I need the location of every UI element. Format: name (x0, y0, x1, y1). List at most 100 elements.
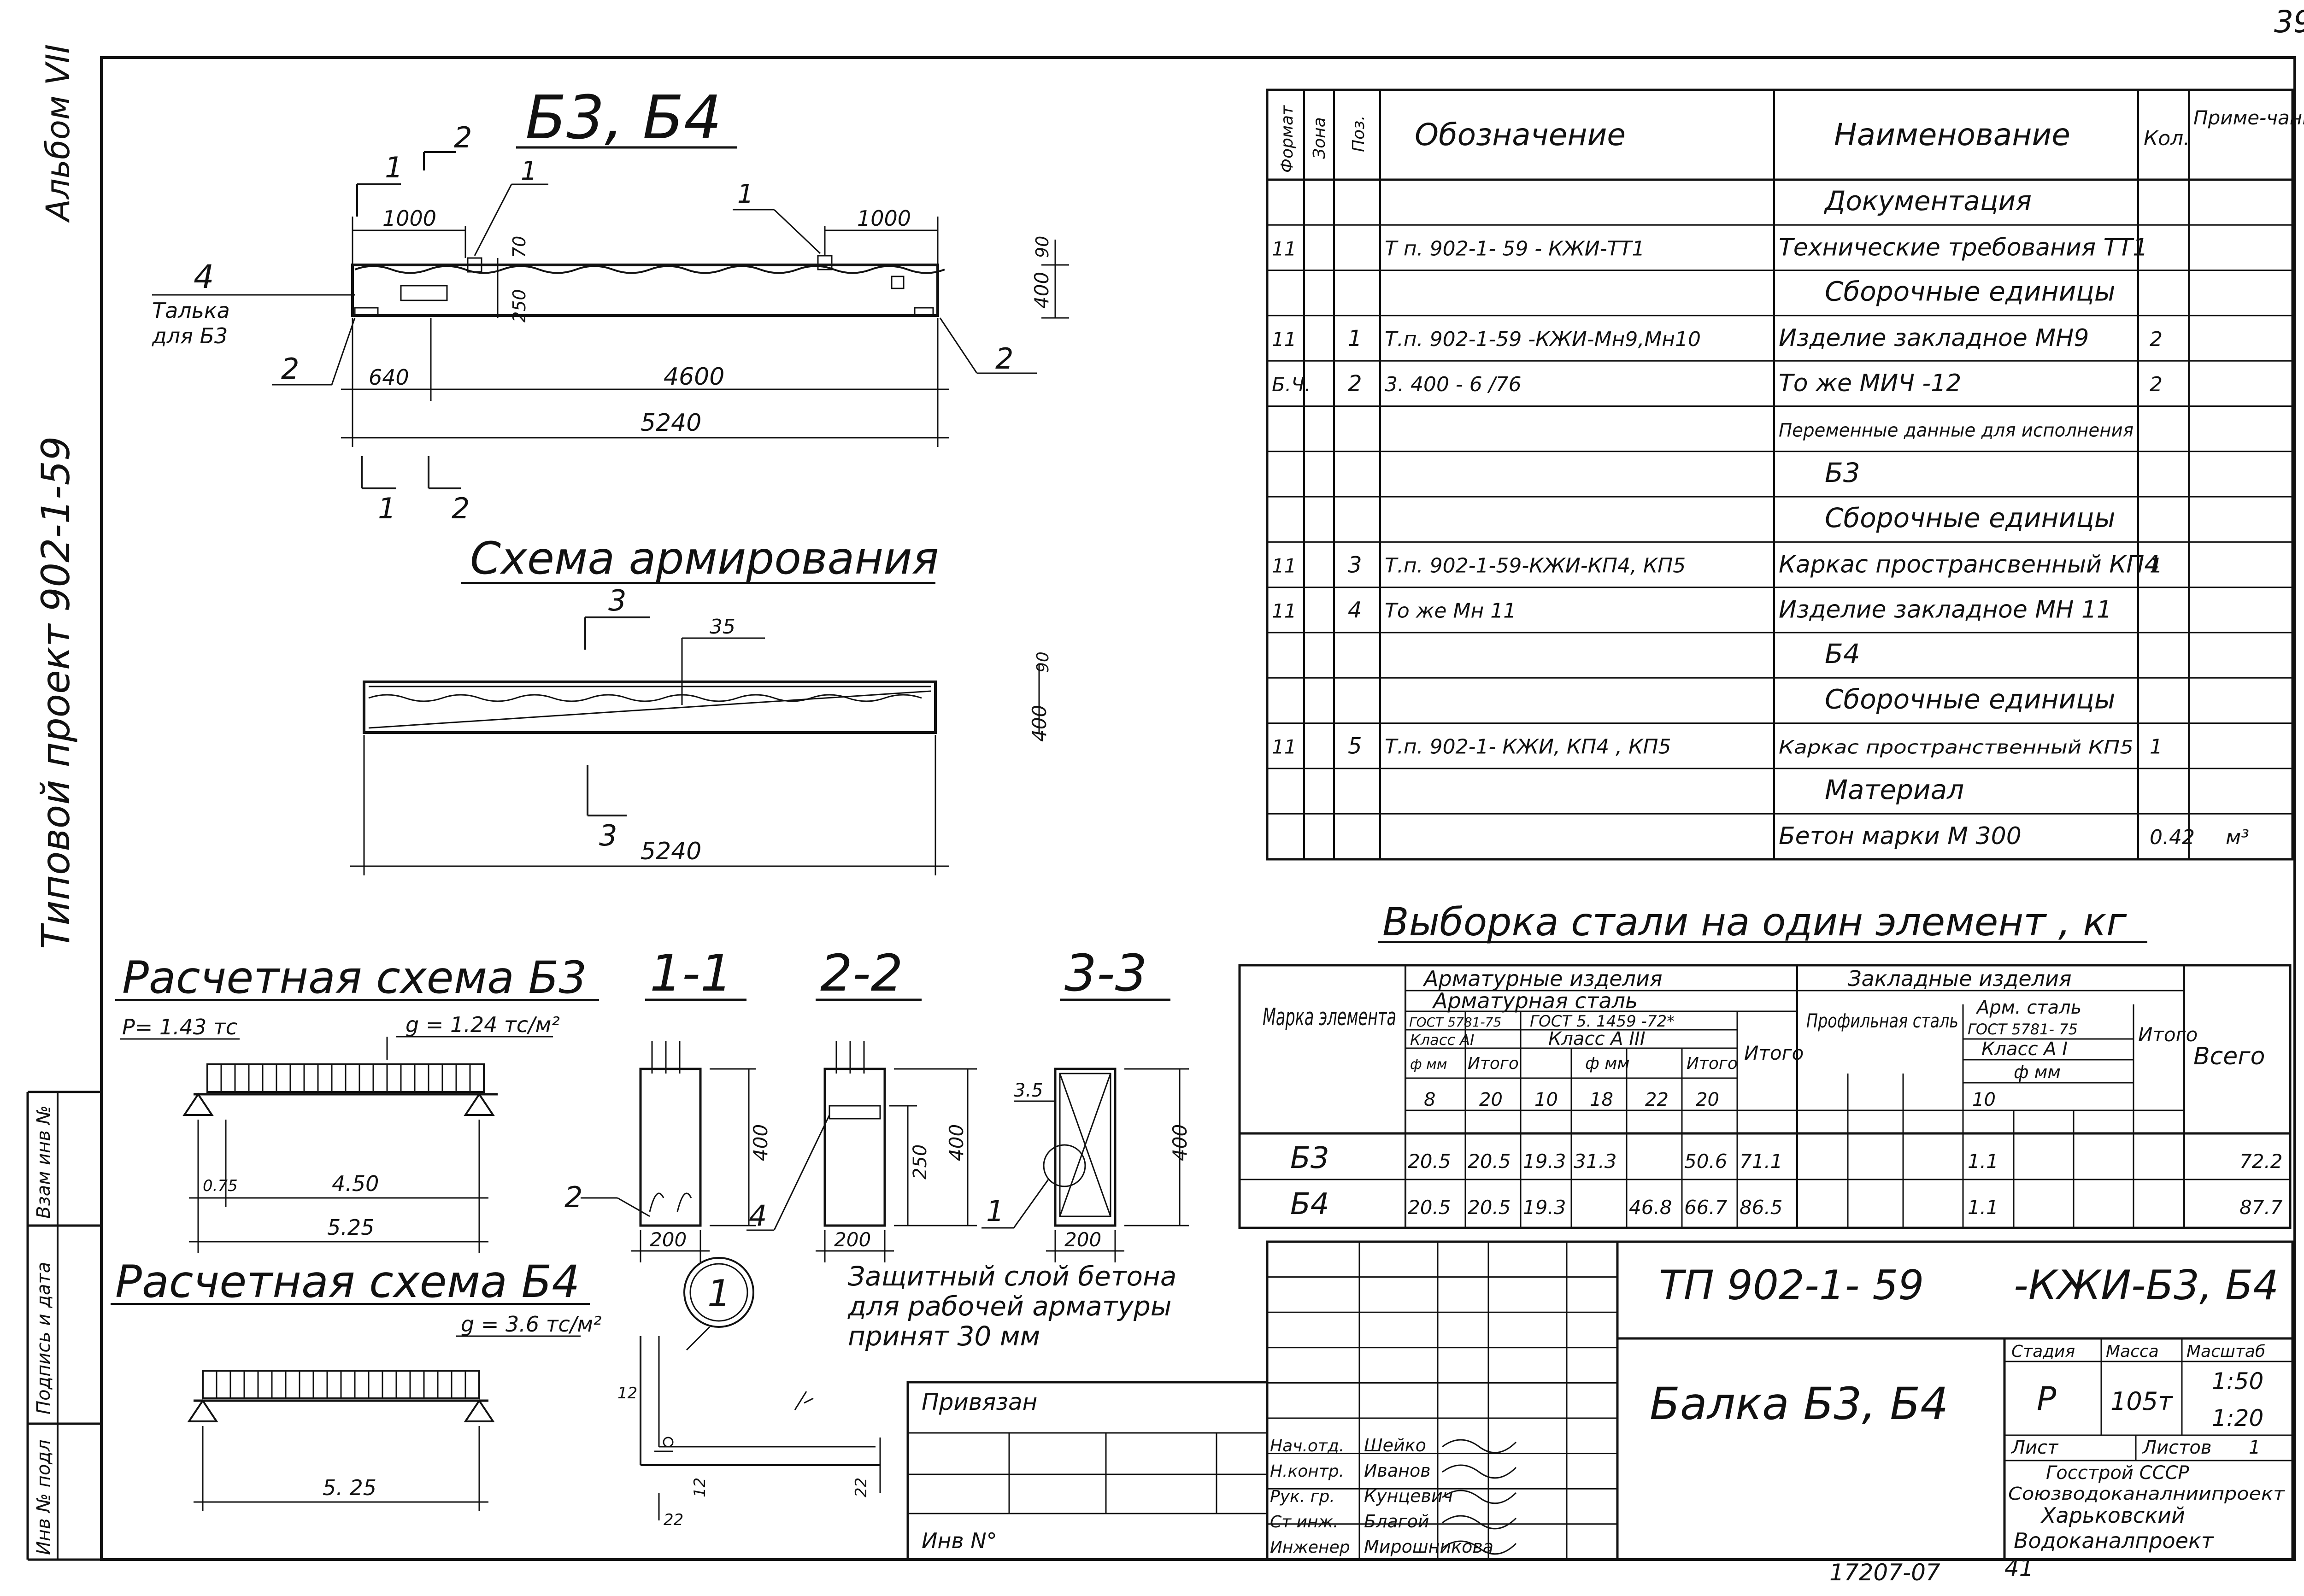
calc-b3-dim-450: 4.50 (332, 1171, 379, 1196)
spec-cell-format: 11 (1272, 328, 1296, 351)
dim-1000-right: 1000 (857, 206, 911, 231)
spec-cell-qty: 0.42 (2150, 826, 2195, 849)
steel-h-phi-mm: ф мм (1410, 1056, 1447, 1073)
signature-mark (1442, 1464, 1517, 1479)
stamp-podpis: Подпись и дата (33, 1262, 54, 1414)
section-33-title: 3-3 (1064, 944, 1147, 1003)
spec-cell-name: Сборочные единицы (1825, 502, 2116, 534)
elevation-title: Б3, Б4 (525, 82, 722, 153)
steel-cell-mark: Б3 (1290, 1141, 1329, 1175)
dim-90: 90 (1032, 236, 1052, 258)
calc-b3-dim-525: 5.25 (327, 1215, 374, 1240)
spec-cell-name: Изделие закладное МН 11 (1779, 596, 2112, 624)
spec-cell-designation: 3. 400 - 6 /76 (1385, 373, 1522, 396)
tb-role: Н.контр. (1270, 1462, 1344, 1481)
talka-for-label: для Б3 (152, 323, 228, 348)
tb-stadia: Р (2037, 1380, 2057, 1418)
section-22-dim-250: 250 (910, 1144, 931, 1179)
calc-b4-dim-525: 5. 25 (323, 1475, 376, 1500)
steel-diameter: 10 (1972, 1089, 1996, 1110)
steel-cell-b18: 31.3 (1574, 1150, 1617, 1173)
detail-dim-22b: 22 (852, 1478, 870, 1497)
tb-role: Рук. гр. (1270, 1487, 1335, 1506)
steel-h-class-a1b: Класс А I (1981, 1039, 2068, 1060)
steel-h-itogo-4: Итого (2138, 1023, 2198, 1046)
pos2-label-left: 2 (281, 352, 299, 386)
steel-h-phi-mm3: ф мм (2014, 1062, 2061, 1082)
steel-cell-b22: 46.8 (1629, 1196, 1672, 1219)
tb-massa-h: Масса (2106, 1342, 2159, 1361)
tb-code-a: ТП 902-1- 59 (1659, 1262, 1924, 1309)
section-22-callout: 4 (749, 1199, 767, 1232)
section-11-callout: 2 (564, 1180, 582, 1214)
reinforcement-title: Схема армирования (470, 533, 939, 584)
steel-cell-it2: 66.7 (1684, 1196, 1728, 1219)
embedded-plate (400, 285, 448, 301)
tb-role: Инженер (1270, 1538, 1350, 1557)
steel-h-mark-1: Марка элемента (1263, 1003, 1396, 1031)
steel-h-class-a1: Класс АI (1410, 1031, 1474, 1049)
detail-1: 1 12 12 22 22 (617, 1257, 881, 1529)
section-33-dim-400: 400 (1169, 1124, 1191, 1161)
steel-cell-it1: 20.5 (1468, 1150, 1511, 1173)
spec-cell-format: 11 (1272, 736, 1296, 758)
title-block: ТП 902-1- 59 -КЖИ-Б3, Б4 Балка Б3, Б4 Ст… (906, 1240, 2294, 1561)
pos4-label: 4 (194, 258, 214, 296)
spec-cell-name: Документация (1823, 185, 2032, 217)
spec-cell-name: Сборочные единицы (1825, 276, 2116, 307)
dim-250: 250 (509, 289, 529, 323)
stamp-inv: Инв № подл (33, 1439, 54, 1555)
spec-cell-pos: 1 (1348, 326, 1362, 352)
section-22-dim-400: 400 (945, 1124, 968, 1161)
detail-1-mark: 1 (707, 1272, 731, 1315)
pos2-label-right: 2 (995, 342, 1013, 376)
section-mark-2-top: 2 (454, 121, 472, 154)
section-mark-2-bottom: 2 (452, 492, 470, 525)
scheme-section-3-top: 3 (608, 584, 626, 617)
steel-diameter: 22 (1645, 1089, 1669, 1110)
steel-h-phi-mm2: ф мм (1585, 1054, 1630, 1073)
reinforcement-scheme: Схема армирования 3 35 3 90 400 5240 (350, 533, 1052, 875)
calc-b3-q: g = 1.24 тс/м² (406, 1012, 560, 1037)
spec-cell-name: Каркас пространственный КП5 (1779, 737, 2134, 758)
steel-table-title: Выборка стали на один элемент , кг (1382, 899, 2127, 945)
steel-cell-total: 87.7 (2239, 1196, 2283, 1219)
spec-cell-pos: 2 (1348, 371, 1362, 397)
steel-h-arm-steel: Арматурная сталь (1432, 988, 1638, 1013)
tb-code-b: -КЖИ-Б3, Б4 (2014, 1262, 2279, 1309)
tb-masshtab-h: Масштаб (2186, 1342, 2265, 1361)
side-margin: Альбом VII Типовой проект 902-1-59 Взам … (33, 44, 78, 1555)
scheme-dim-90: 90 (1034, 651, 1052, 673)
steel-cell-a8: 20.5 (1408, 1196, 1451, 1219)
tb-list-h: Лист (2010, 1437, 2059, 1458)
steel-cell-total: 72.2 (2239, 1150, 2283, 1173)
scheme-section-3-bottom: 3 (599, 819, 617, 852)
spec-h-designation: Обозначение (1415, 117, 1626, 153)
section-mark-1-top: 1 (385, 151, 403, 184)
tb-name: Балка Б3, Б4 (1650, 1378, 1948, 1430)
steel-diameter: 18 (1590, 1089, 1613, 1110)
section-3-3: 3-3 3.5 400 200 1 (982, 944, 1191, 1262)
scheme-dim-35: 35 (710, 615, 735, 639)
spec-cell-qty: 2 (2150, 328, 2163, 351)
pos1-label-right: 1 (737, 179, 754, 209)
steel-h-itogo-1: Итого (1468, 1054, 1519, 1073)
elevation-view: Б3, Б4 1000 1000 1 1 1 2 4 (152, 82, 1069, 525)
page-number: 39 (2274, 4, 2304, 40)
dim-1000-left: 1000 (382, 206, 436, 231)
spec-cell-name: Сборочные единицы (1825, 683, 2116, 715)
signature-mark (1442, 1439, 1517, 1454)
tb-massa: 105т (2110, 1387, 2173, 1416)
section-11-dim-400: 400 (749, 1124, 772, 1161)
section-33-callout: 1 (986, 1194, 1004, 1228)
spec-cell-name: Изделие закладное МН9 (1779, 324, 2089, 352)
steel-cell-b10: 19.3 (1523, 1196, 1566, 1219)
dim-70: 70 (509, 236, 529, 258)
section-11-dim-200: 200 (650, 1228, 687, 1251)
steel-cell-mark: Б4 (1290, 1187, 1329, 1221)
spec-h-qty: Кол. (2144, 127, 2190, 150)
album-label: Альбом VII (39, 44, 77, 223)
tb-inv: Инв N° (922, 1528, 997, 1553)
steel-h-gost3: ГОСТ 5781- 75 (1968, 1021, 2078, 1038)
spec-cell-pos: 5 (1348, 733, 1362, 759)
